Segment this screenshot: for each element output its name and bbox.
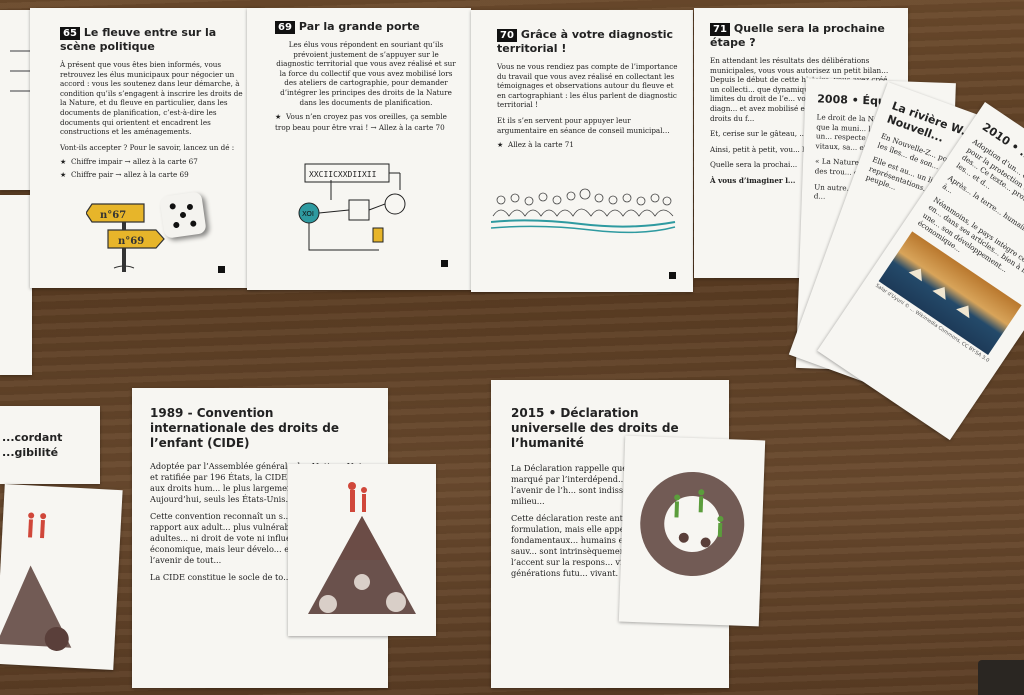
card-65-option-2: ★ Chiffre pair → allez à la carte 69 bbox=[60, 170, 189, 180]
card-70-body: Vous ne vous rendiez pas compte de l’imp… bbox=[497, 62, 678, 110]
animal-pyramid bbox=[308, 482, 416, 614]
card-2015-title: 2015 • Déclaration universelle des droit… bbox=[511, 406, 679, 450]
animal-circle bbox=[640, 472, 745, 577]
card-71-body-4: Quelle sera la prochai... bbox=[710, 160, 798, 170]
signpost-illustration: n°67 n°69 bbox=[86, 203, 165, 272]
card-partial-bottom-left-text: ...cordant ...gibilité bbox=[0, 406, 100, 484]
sign-67: n°67 bbox=[100, 210, 126, 221]
dark-object bbox=[978, 660, 1024, 695]
animal-pyramid-left bbox=[0, 512, 72, 651]
card-71-number: 71 bbox=[710, 23, 730, 36]
card-69-corner-square bbox=[441, 260, 448, 267]
card-70-option: ★ Allez à la carte 71 bbox=[497, 140, 574, 150]
card-69-number: 69 bbox=[275, 21, 295, 34]
crowd-river-illustration bbox=[491, 188, 676, 234]
card-1989-body-2: Cette convention reconnaît un s... aux e… bbox=[150, 511, 359, 565]
die[interactable] bbox=[159, 191, 207, 239]
card-71-body-5: À vous d’imaginer l... bbox=[710, 175, 796, 185]
flowchart-sketch: XXCIICXXDIIXII XOI bbox=[298, 163, 406, 251]
card-pyramid-center[interactable] bbox=[288, 464, 436, 636]
card-65-option-1: ★ Chiffre impair → allez à la carte 67 bbox=[60, 157, 198, 167]
card-2015-body: La Déclaration rappelle que la Terr... u… bbox=[511, 463, 713, 506]
card-71-body: En attendant les résultats des délibérat… bbox=[710, 56, 889, 123]
card-71-body-3: Ainsi, petit à petit, vou... les droits … bbox=[710, 144, 891, 154]
card-partial-mid-left bbox=[0, 195, 32, 375]
svg-text:XXCIICXXDIIXII: XXCIICXXDIIXII bbox=[309, 170, 377, 179]
card-65-number: 65 bbox=[60, 27, 80, 40]
card-65-corner-square bbox=[218, 266, 225, 273]
card-69-option: ★ Vous n’en croyez pas vos oreilles, ça … bbox=[275, 112, 447, 133]
card-65-body: À présent que vous êtes bien informés, v… bbox=[60, 60, 243, 137]
svg-text:XOI: XOI bbox=[302, 210, 314, 218]
sign-69: n°69 bbox=[118, 236, 144, 247]
card-2015-body-2: Cette déclaration reste anthrop... sa fo… bbox=[511, 513, 710, 578]
card-pyramid-left[interactable] bbox=[0, 484, 123, 670]
card-1989-title: 1989 - Convention internationale des dro… bbox=[150, 406, 339, 450]
card-1989-body-3: La CIDE constitue le socle de to... de l… bbox=[150, 572, 348, 582]
card-circle-animals[interactable] bbox=[618, 435, 766, 627]
card-69-body: Les élus vous répondent en souriant qu’i… bbox=[276, 40, 456, 107]
card-70-corner-square bbox=[669, 272, 676, 279]
card-65-question: Vont-ils accepter ? Pour le savoir, lanc… bbox=[60, 142, 235, 152]
card-70-body-2: Et ils s’en servent pour appuyer leur ar… bbox=[497, 115, 670, 135]
card-1989-body: Adoptée par l’Assemblée générale des Nat… bbox=[150, 461, 371, 504]
card-70-number: 70 bbox=[497, 29, 517, 42]
card-71-body-2: Et, cerise sur le gâteau, ... bbox=[710, 129, 807, 139]
